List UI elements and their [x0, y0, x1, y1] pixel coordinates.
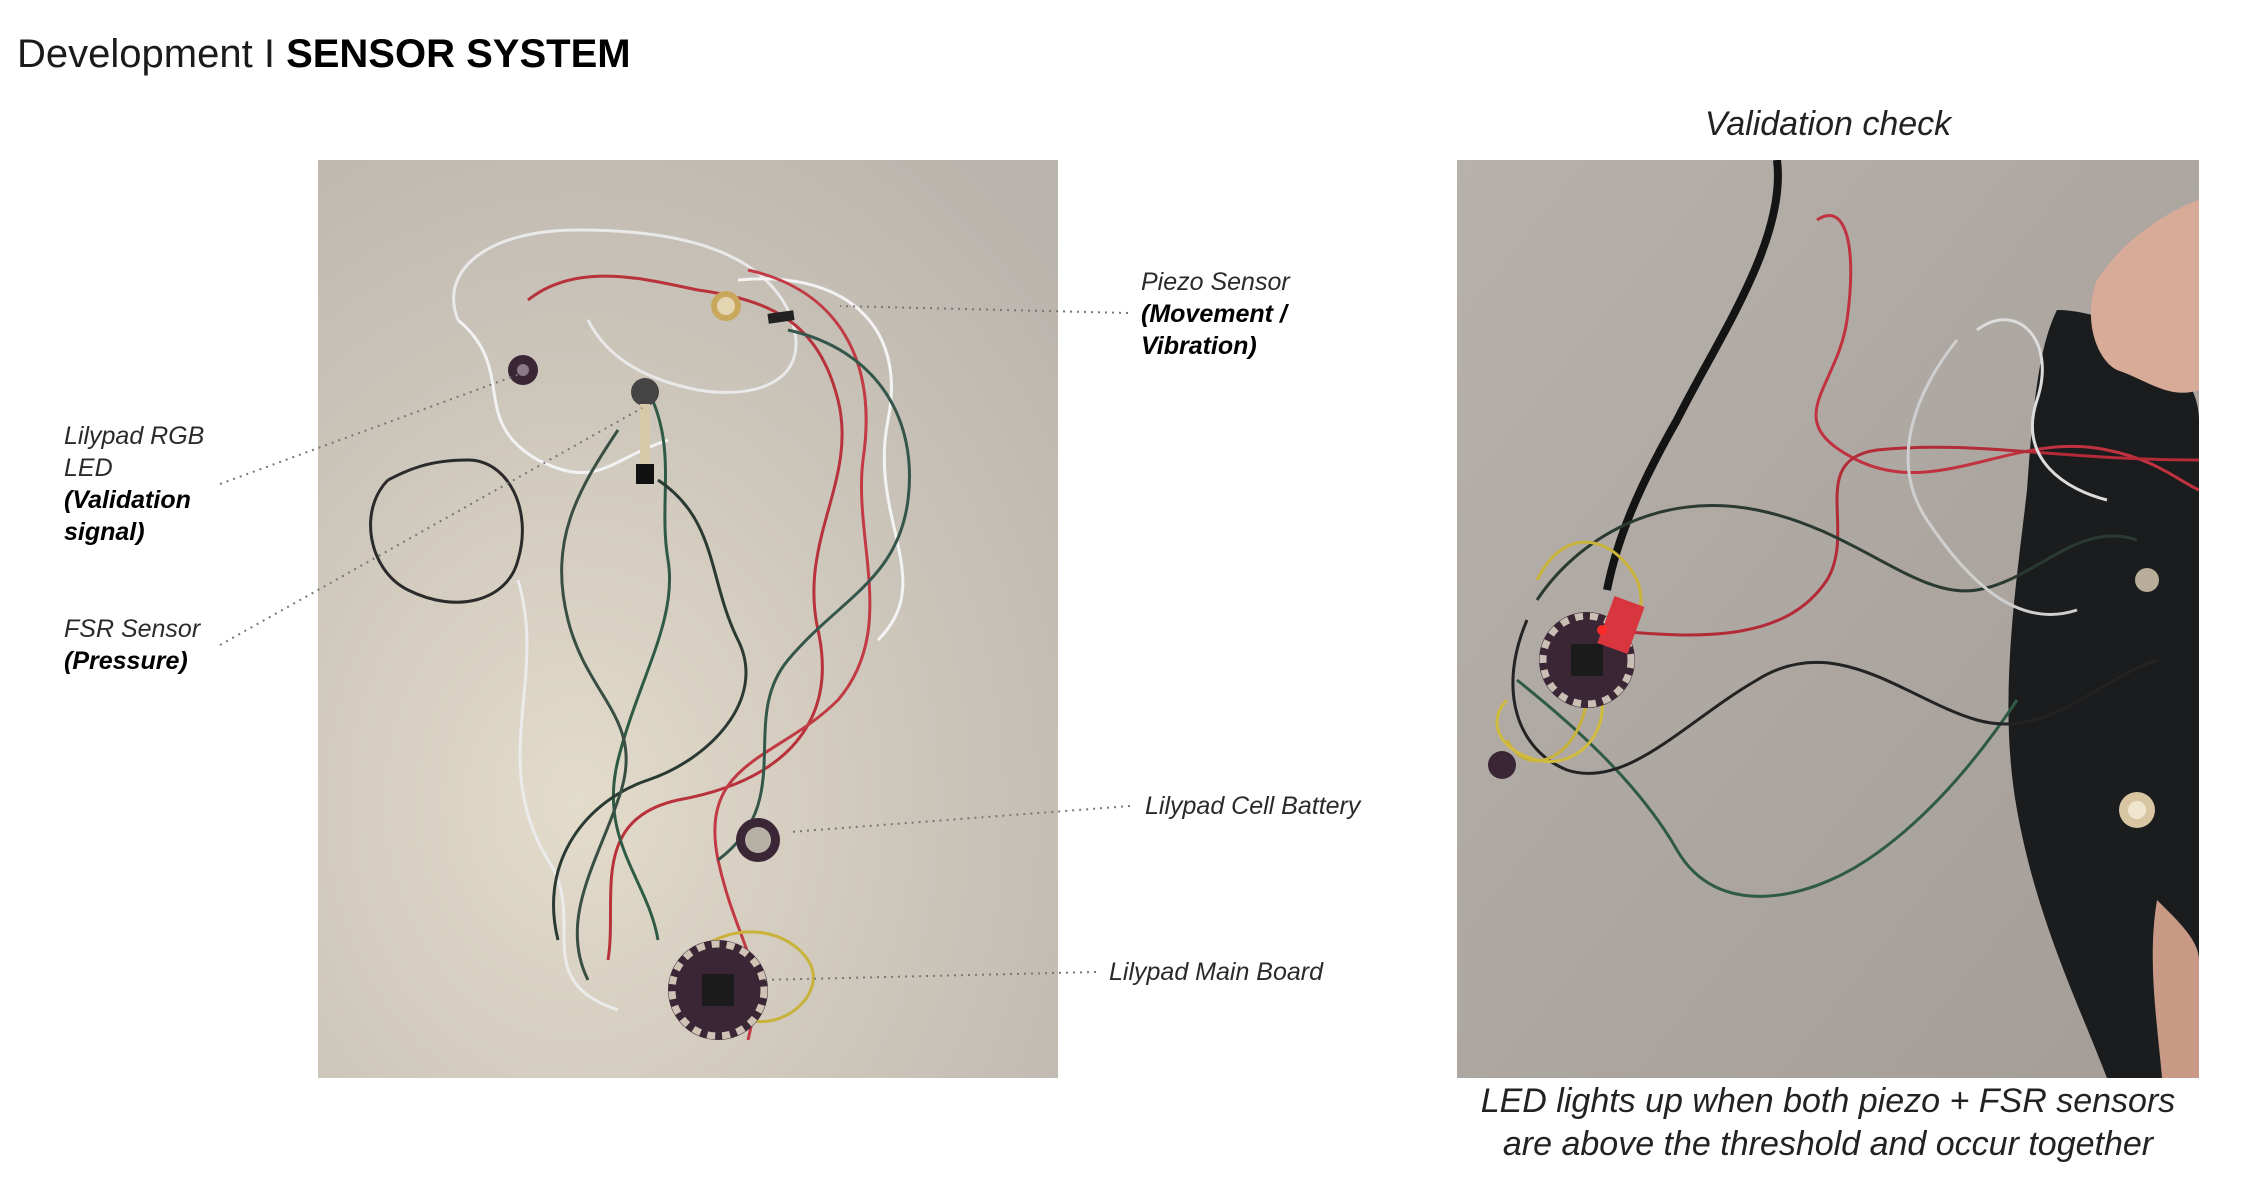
- label-cell-battery: Lilypad Cell Battery: [1145, 790, 1360, 822]
- label-fsr-name: FSR Sensor: [64, 615, 201, 643]
- label-piezo-sensor: Piezo Sensor (Movement / Vibration): [1141, 266, 1290, 362]
- sensor-layout-photo: [318, 160, 1058, 1078]
- label-piezo-name: Piezo Sensor: [1141, 268, 1290, 296]
- label-main-board-name: Lilypad Main Board: [1109, 958, 1324, 986]
- page-title-prefix: Development: [17, 32, 253, 76]
- label-rgb-led-desc-line1: (Validation: [64, 486, 191, 514]
- label-fsr-sensor: FSR Sensor (Pressure): [64, 613, 200, 677]
- label-main-board: Lilypad Main Board: [1109, 956, 1323, 988]
- label-piezo-desc-line1: (Movement /: [1141, 300, 1287, 328]
- page-title-main: SENSOR SYSTEM: [286, 32, 631, 76]
- label-fsr-desc: (Pressure): [64, 647, 188, 675]
- page-title-separator: I: [263, 32, 275, 76]
- label-rgb-led: Lilypad RGB LED (Validation signal): [64, 420, 204, 548]
- validation-photo: [1457, 160, 2199, 1078]
- label-rgb-led-name-line1: Lilypad RGB: [64, 422, 205, 450]
- page-title: Development I SENSOR SYSTEM: [17, 30, 631, 78]
- label-rgb-led-name-line2: LED: [64, 454, 113, 482]
- validation-caption-line2: are above the threshold and occur togeth…: [1502, 1124, 2154, 1163]
- label-battery-name: Lilypad Cell Battery: [1145, 792, 1361, 820]
- label-piezo-desc-line2: Vibration): [1141, 332, 1257, 360]
- validation-caption-line1: LED lights up when both piezo + FSR sens…: [1480, 1082, 2176, 1120]
- validation-caption: LED lights up when both piezo + FSR sens…: [1457, 1080, 2199, 1165]
- validation-title: Validation check: [1704, 105, 1952, 143]
- label-rgb-led-desc-line2: signal): [64, 518, 145, 546]
